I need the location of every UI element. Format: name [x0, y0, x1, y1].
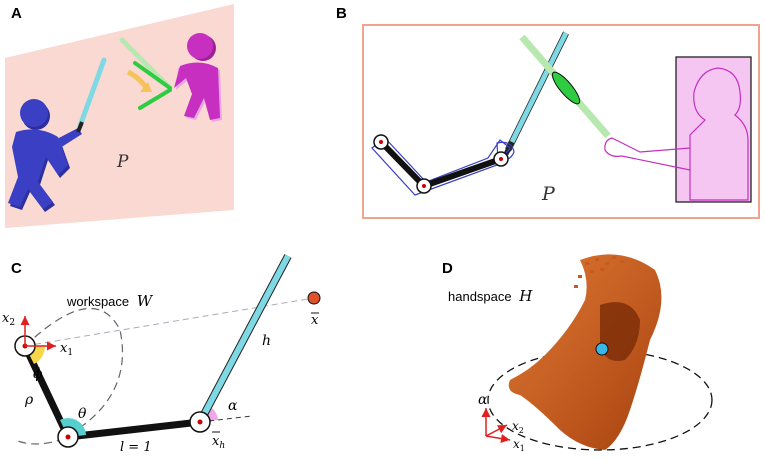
panel-c-letter: C — [11, 260, 22, 277]
d-axis-x1 — [485, 434, 511, 443]
panel-b-letter: B — [336, 5, 347, 22]
blue-fencer-figure — [8, 99, 82, 212]
axis-x2-label: x — [2, 311, 10, 326]
joint-elbow-b — [416, 178, 432, 194]
d-axis-x2-label: x — [512, 419, 519, 433]
workspace-arc — [14, 307, 124, 445]
arm-segment-rho — [21, 344, 72, 439]
green-saber-2 — [133, 61, 172, 90]
arm-segment-l — [67, 418, 201, 441]
blue-arm-forearm — [423, 156, 502, 189]
d-axis-x1-sub: 1 — [520, 444, 525, 453]
panel-a-letter: A — [11, 5, 22, 22]
d-axis-x1-label: x — [513, 437, 520, 451]
d-axis-alpha-label: α — [478, 392, 488, 408]
length-label: l = 1 — [120, 440, 152, 454]
x-target-label: x — [311, 313, 319, 328]
d-axis-x2 — [485, 424, 508, 437]
target-point — [307, 291, 321, 305]
joint-wrist-b — [493, 151, 509, 167]
panel-d-letter: D — [442, 260, 453, 277]
saber-c — [197, 254, 291, 424]
handspace-scatter — [574, 256, 624, 288]
xh-label: x — [212, 434, 220, 449]
panel-c: workspace W x2 x1 ϕ θ ρ l = 1 h α xh x — [2, 254, 321, 455]
theta-label: θ — [78, 406, 87, 422]
joint-hand-c — [189, 411, 211, 433]
magenta-fencer-figure — [174, 33, 222, 122]
handspace-symbol: H — [518, 287, 533, 305]
green-saber-3 — [138, 88, 172, 110]
opponent-box — [675, 56, 752, 203]
alpha-label: α — [228, 398, 238, 414]
joint-elbow-c — [57, 426, 79, 448]
handspace-text: handspace — [448, 289, 512, 304]
panel-b: P — [362, 24, 760, 219]
h-label: h — [262, 333, 271, 349]
xh-sub: h — [219, 441, 225, 451]
handspace-volume — [508, 254, 662, 450]
blue-arm-upper — [378, 139, 427, 189]
panel-b-plane-label: P — [541, 183, 556, 205]
handspace-hollow — [600, 302, 640, 361]
panel-d: α x2 x1 handspace H — [448, 254, 713, 453]
svg-text:x2: x2 — [512, 419, 524, 435]
blue-saber — [77, 57, 107, 129]
svg-text:xh: xh — [212, 434, 225, 451]
panel-a-plane-label: P — [116, 152, 129, 172]
phi-label: ϕ — [33, 366, 43, 382]
axis-x1-label: x — [60, 341, 68, 356]
collision-ellipse — [551, 71, 581, 105]
joint-shoulder-b — [373, 134, 389, 150]
opponent-arm — [604, 137, 691, 171]
svg-text:x1: x1 — [513, 437, 525, 453]
d-axis-x2-sub: 2 — [519, 426, 524, 435]
panel-b-frame — [362, 24, 760, 219]
svg-text:x2: x2 — [2, 311, 15, 328]
rho-label: ρ — [24, 392, 34, 408]
blue-arm-outline — [371, 137, 515, 196]
opponent-silhouette — [689, 67, 749, 201]
panel-a: P — [5, 4, 234, 228]
axis-x2-sub: 2 — [9, 318, 15, 328]
axis-x1-sub: 1 — [67, 348, 73, 358]
svg-text:handspace H: handspace H — [448, 287, 533, 305]
workspace-symbol: W — [137, 292, 154, 310]
workspace-text: workspace — [66, 294, 129, 309]
handspace-point — [595, 342, 609, 356]
svg-text:x1: x1 — [60, 341, 73, 358]
svg-text:workspace W: workspace W — [66, 292, 154, 310]
